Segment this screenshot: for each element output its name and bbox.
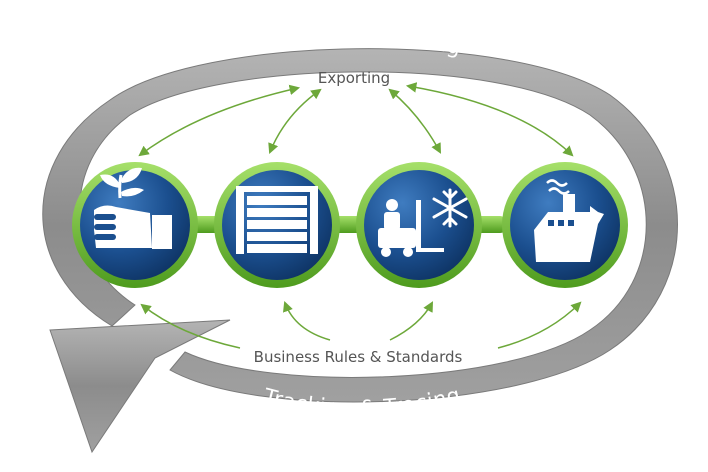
hand-with-plant-icon (94, 167, 172, 249)
business-rules-label: Business Rules & Standards (254, 348, 463, 366)
stage-processing (356, 162, 482, 288)
rules-arrow-2 (282, 301, 331, 341)
exporting-arrows (138, 82, 574, 157)
ring-arrowhead (49, 319, 231, 454)
ring-band (42, 48, 678, 403)
warehouse-shutter-icon (236, 186, 318, 254)
rules-arrow-1 (140, 303, 241, 349)
rules-arrow-3 (389, 301, 434, 341)
exporting-arrow-3 (388, 88, 441, 154)
exporting-label: Exporting (318, 69, 390, 87)
business-rules-arrows (140, 301, 582, 349)
exporting-arrow-2 (268, 88, 322, 154)
stage-export-shipping (502, 162, 628, 288)
forklift-cold-storage-icon (378, 188, 468, 257)
stage-storage (214, 162, 340, 288)
stage-farm (72, 162, 198, 288)
exporting-arrow-4 (405, 82, 574, 157)
cargo-ship-icon (534, 179, 604, 262)
rules-arrow-4 (497, 301, 582, 349)
